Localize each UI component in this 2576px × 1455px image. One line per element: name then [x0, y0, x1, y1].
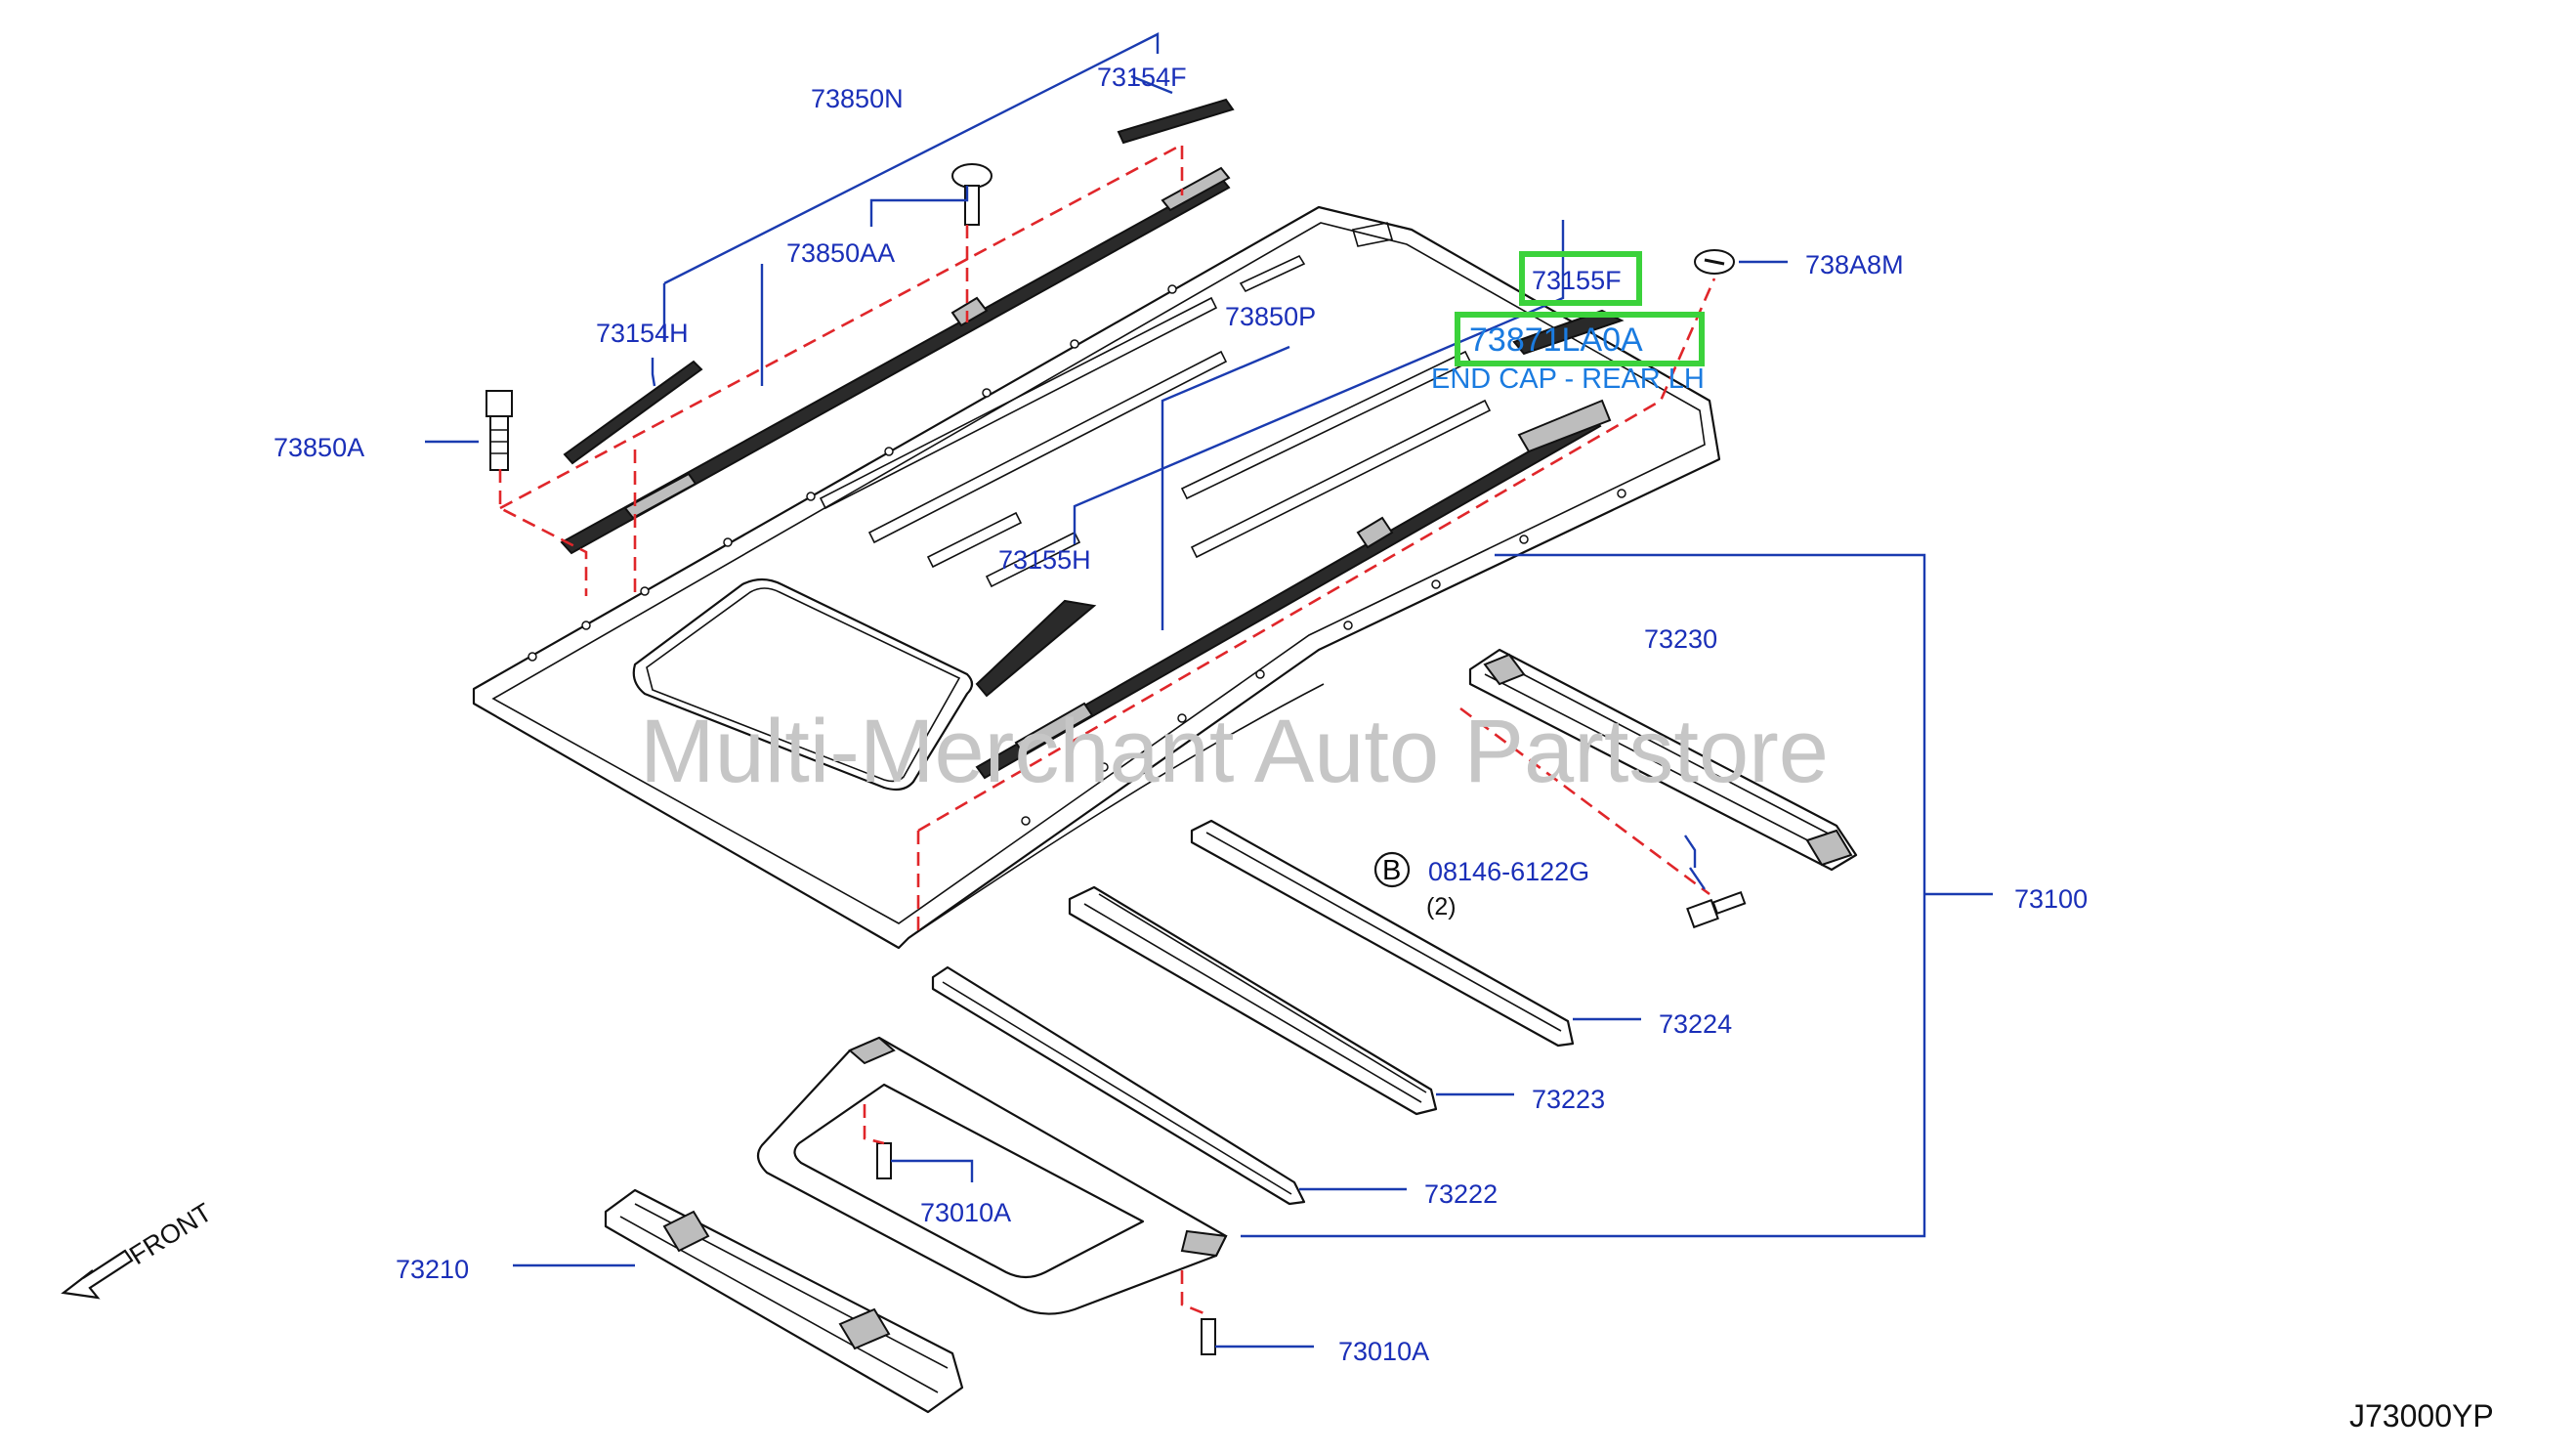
watermark-text: Multi-Merchant Auto Partstore [640, 702, 1829, 801]
roof-bow-73222[interactable] [931, 965, 1306, 1206]
label-73010a-top[interactable]: 73010A [920, 1198, 1011, 1227]
label-73154f[interactable]: 73154F [1097, 63, 1187, 92]
label-73871la0a[interactable]: 73871LA0A [1469, 321, 1643, 359]
bolt-73850a[interactable] [486, 390, 513, 471]
front-direction-arrow [61, 1249, 134, 1300]
label-73850p[interactable]: 73850P [1225, 302, 1316, 331]
roof-rail-right[interactable] [975, 399, 1612, 780]
label-73010a-bottom[interactable]: 73010A [1338, 1337, 1429, 1366]
label-738a8m[interactable]: 738A8M [1805, 250, 1904, 279]
bolt-08146-6122g[interactable] [1686, 890, 1747, 929]
roof-bow-73223[interactable] [1068, 885, 1438, 1116]
bolt-marker-circle [1373, 851, 1411, 888]
part-description: END CAP - REAR LH [1431, 364, 1705, 395]
roof-rail-left[interactable] [560, 166, 1231, 555]
label-73100[interactable]: 73100 [2014, 884, 2088, 914]
label-73850n[interactable]: 73850N [811, 84, 904, 113]
clip-73850aa[interactable] [951, 163, 992, 226]
end-cap-73155f[interactable] [1512, 309, 1625, 356]
bolt-73010a-bottom[interactable] [1201, 1318, 1216, 1355]
end-cap-73154f[interactable] [1117, 98, 1235, 145]
diagram-code: J73000YP [2349, 1398, 2494, 1434]
end-cap-73154h[interactable] [563, 360, 703, 465]
bolt-marker-letter: B [1382, 855, 1401, 886]
label-73210[interactable]: 73210 [396, 1255, 469, 1284]
label-73155f[interactable]: 73155F [1532, 266, 1622, 295]
label-73224[interactable]: 73224 [1659, 1009, 1732, 1039]
label-73222[interactable]: 73222 [1424, 1179, 1498, 1209]
front-header-73210[interactable] [604, 1188, 964, 1414]
rear-header-73230[interactable] [1468, 648, 1858, 872]
assembly-guide-lines [498, 142, 1716, 1316]
highlight-box-73871la0a [1455, 312, 1705, 366]
bolt-qty: (2) [1426, 893, 1457, 920]
label-73155h[interactable]: 73155H [998, 545, 1091, 575]
bolt-73010a-top[interactable] [876, 1142, 892, 1179]
label-73223[interactable]: 73223 [1532, 1085, 1605, 1114]
label-73154h[interactable]: 73154H [596, 319, 689, 348]
end-cap-73155h[interactable] [975, 599, 1097, 698]
label-73230[interactable]: 73230 [1644, 624, 1717, 654]
sunroof-frame-73100[interactable] [756, 1036, 1228, 1315]
label-73850aa[interactable]: 73850AA [786, 238, 895, 268]
leader-lines [425, 32, 1993, 1348]
highlight-box-73155f [1519, 251, 1642, 306]
label-73850a[interactable]: 73850A [274, 433, 364, 462]
clip-738a8m[interactable] [1694, 249, 1735, 275]
roof-bow-73224[interactable] [1190, 819, 1575, 1048]
front-label: FRONT [124, 1197, 217, 1270]
label-08146-6122g[interactable]: 08146-6122G [1428, 857, 1589, 886]
